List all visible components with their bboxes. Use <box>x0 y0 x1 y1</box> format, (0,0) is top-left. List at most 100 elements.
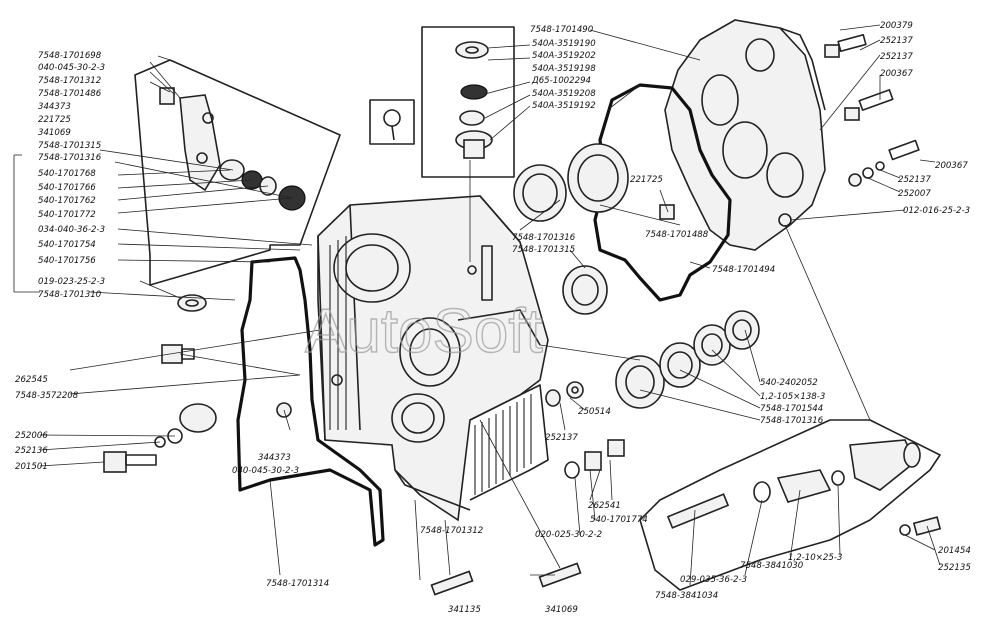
stud-341135 <box>430 570 474 596</box>
bolt-200379 <box>824 34 867 58</box>
part-label: 221725 <box>38 115 71 125</box>
bolt-201501 <box>103 451 157 473</box>
washer-252137-mid <box>545 389 561 407</box>
part-label: 7548-3572208 <box>15 391 79 401</box>
part-label: 1,2-105×138-3 <box>760 392 825 402</box>
part-label: 7548-3841030 <box>740 561 804 571</box>
part-label: 341069 <box>545 605 578 615</box>
bolt-200367-mid <box>888 139 920 161</box>
breather-parts <box>455 41 493 159</box>
part-label: 540-1701766 <box>38 183 96 193</box>
part-label: 540A-3519190 <box>532 39 596 49</box>
part-label: 1,2-10×25-3 <box>788 553 842 563</box>
part-label: 262541 <box>588 501 621 511</box>
bolt-221725 <box>659 204 675 220</box>
part-label: 034-040-36-2-3 <box>38 225 105 235</box>
housing-gasket <box>236 256 385 547</box>
part-label: 252137 <box>898 175 931 185</box>
part-label: 341069 <box>38 128 71 138</box>
washer-019 <box>177 294 207 312</box>
seal-stack <box>615 310 760 409</box>
part-label: 201501 <box>15 462 48 472</box>
plug-1701774 <box>584 451 602 471</box>
seal-housing-upper <box>513 164 567 222</box>
speedo-drive-box <box>639 419 941 591</box>
part-label: 252136 <box>15 446 48 456</box>
part-label: 341135 <box>448 605 481 615</box>
plug-262545 <box>161 344 195 364</box>
part-label: 7548-1701316 <box>38 153 102 163</box>
eyebolt-box <box>369 99 415 145</box>
part-label: 7548-1701315 <box>38 141 101 151</box>
part-label: 200367 <box>935 161 968 171</box>
leader-lines <box>13 24 941 586</box>
stud-341069 <box>538 562 582 588</box>
part-label: 252137 <box>880 36 913 46</box>
part-label: 344373 <box>38 102 71 112</box>
seal-housing-lower <box>562 265 608 315</box>
part-label: 7548-1701544 <box>760 404 823 414</box>
part-label: 7548-1701486 <box>38 89 102 99</box>
part-label: 252006 <box>15 431 48 441</box>
part-label: 7548-1701312 <box>38 76 101 86</box>
part-label: 250514 <box>578 407 611 417</box>
part-label: 252135 <box>938 563 971 573</box>
part-label: 200379 <box>880 21 913 31</box>
part-label: 344373 <box>258 453 291 463</box>
part-label: 200367 <box>880 69 913 79</box>
watermark: AutoSoft <box>305 297 543 366</box>
part-label: 221725 <box>630 175 663 185</box>
part-label: 540A-3519198 <box>532 64 596 74</box>
part-label: 7548-1701312 <box>420 526 483 536</box>
shift-cover-box <box>134 59 341 286</box>
part-label: 7548-1701315 <box>512 245 575 255</box>
eyebolt <box>383 109 401 141</box>
part-label: 252137 <box>880 52 913 62</box>
part-label: 540-1701774 <box>590 515 648 525</box>
part-label: 540A-3519208 <box>532 89 596 99</box>
gearbox-housing <box>317 195 549 522</box>
part-label: Д65-1002294 <box>531 76 591 86</box>
part-label: 7548-1701314 <box>266 579 329 589</box>
part-label: 540A-3519192 <box>532 101 596 111</box>
part-label: 7548-1701494 <box>712 265 775 275</box>
part-label: 012-016-25-2-3 <box>903 206 970 216</box>
part-label: 020-025-30-2-2 <box>535 530 602 540</box>
part-label: 540A-3519202 <box>532 51 596 61</box>
part-label: 540-1701772 <box>38 210 96 220</box>
part-label: 7548-3841034 <box>655 591 718 601</box>
part-label: 7548-1701488 <box>645 230 709 240</box>
bolt-200367-top <box>844 89 894 121</box>
part-label: 540-1701756 <box>38 256 96 266</box>
washer-020 <box>564 461 580 479</box>
part-label: 7548-1701316 <box>512 233 576 243</box>
shift-cover-parts <box>159 87 306 211</box>
part-label: 252137 <box>545 433 578 443</box>
part-label: 040-045-30-2-3 <box>38 63 105 73</box>
nut-250514 <box>566 381 584 399</box>
part-label: 201454 <box>938 546 971 556</box>
part-label: 540-2402052 <box>760 378 818 388</box>
part-label: 540-1701762 <box>38 196 96 206</box>
part-label: 019-023-25-2-3 <box>38 277 105 287</box>
part-label: 7548-1701316 <box>760 416 824 426</box>
part-label: 7548-1701490 <box>530 25 594 35</box>
part-label: 7548-1701698 <box>38 51 102 61</box>
rear-cover <box>664 19 826 251</box>
part-label: 029-035-36-2-3 <box>680 575 747 585</box>
part-label: 040-045-30-2-3 <box>232 466 299 476</box>
part-label: 540-1701754 <box>38 240 96 250</box>
cover-gasket <box>593 83 732 302</box>
part-labels: 7548-1701698 040-045-30-2-3 7548-1701312… <box>15 21 971 615</box>
spacer-3572208 <box>179 403 217 433</box>
breather-box <box>421 26 515 178</box>
part-label: 7548-1701310 <box>38 290 102 300</box>
plug-262541 <box>607 439 625 457</box>
seal-housing-mid <box>567 143 629 213</box>
part-label: 540-1701768 <box>38 169 96 179</box>
speedo-drive-parts <box>666 439 942 536</box>
part-label: 262545 <box>15 375 48 385</box>
part-label: 252007 <box>898 189 931 199</box>
